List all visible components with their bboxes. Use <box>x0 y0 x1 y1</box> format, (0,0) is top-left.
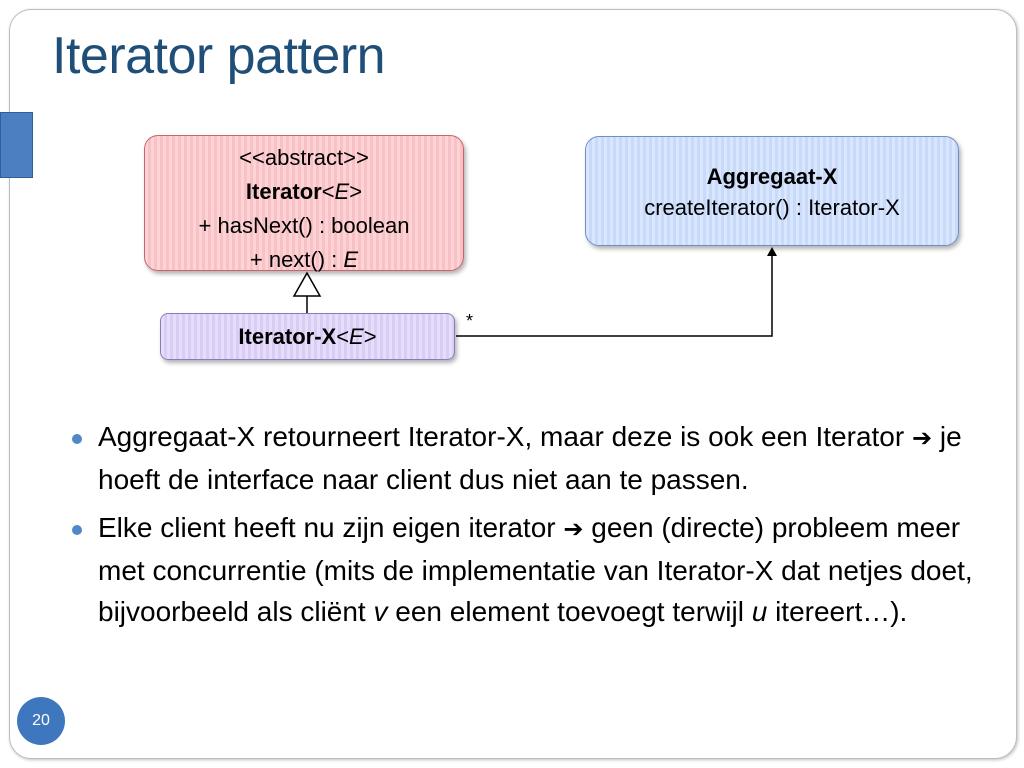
slide-frame <box>9 9 1017 759</box>
aggregaat-class-name: Aggregaat-X <box>706 164 838 189</box>
bullet-item: Aggregaat-X retourneert Iterator-X, maar… <box>72 416 992 500</box>
association-multiplicity: * <box>466 311 474 331</box>
bullet-item: Elke client heeft nu zijn eigen iterator… <box>72 507 992 632</box>
iterator-method-hasnext: + hasNext() : boolean <box>198 213 410 238</box>
iterator-method-next: + next() : E <box>249 247 359 272</box>
bullet-dot-icon <box>72 434 82 444</box>
association-line <box>456 254 773 337</box>
bullet-list: Aggregaat-X retourneert Iterator-X, maar… <box>72 416 992 639</box>
association-arrowhead <box>767 247 777 256</box>
bullet-dot-icon <box>72 525 82 535</box>
slide-title: Iterator pattern <box>52 27 386 85</box>
iterator-x-class-name: Iterator-X<E> <box>238 324 377 349</box>
arrow-right-icon: ➔ <box>911 424 933 452</box>
aggregaat-class-box: Aggregaat-X createIterator() : Iterator-… <box>585 136 959 246</box>
generalization-arrowhead <box>292 271 322 297</box>
iterator-class-name: Iterator<E> <box>245 179 363 204</box>
iterator-class-box: <<abstract>> Iterator<E> + hasNext() : b… <box>144 135 464 272</box>
slide-accent-tab <box>0 112 33 178</box>
aggregaat-method: createIterator() : Iterator-X <box>644 195 900 220</box>
arrow-right-icon: ➔ <box>563 515 584 543</box>
page-number-badge: 20 <box>17 697 65 745</box>
iterator-stereotype: <<abstract>> <box>239 145 369 170</box>
iterator-x-class-box: Iterator-X<E> <box>160 313 455 360</box>
